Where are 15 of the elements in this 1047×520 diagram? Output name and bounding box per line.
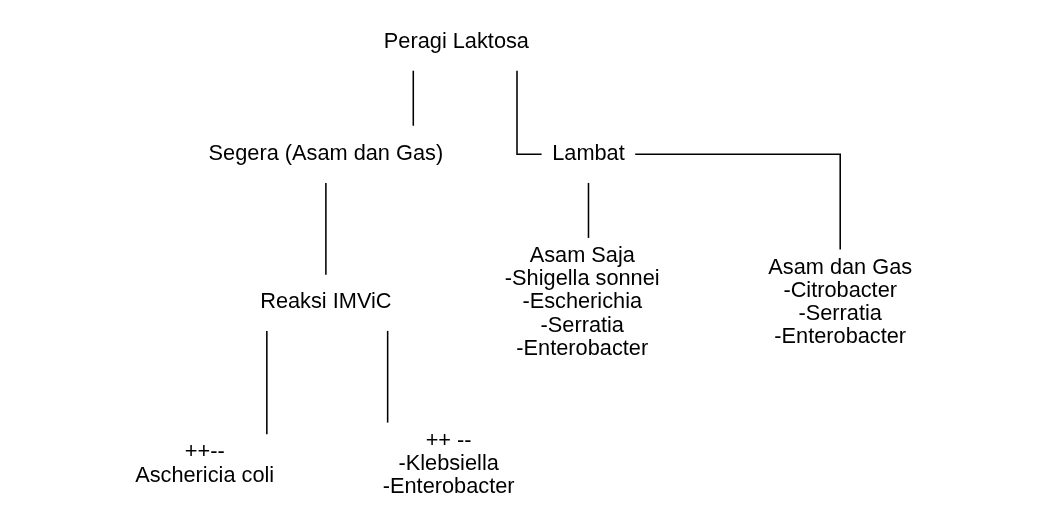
connector (515, 69, 542, 156)
node-text: ++ -- -Klebsiella -Enterobacter (382, 426, 515, 499)
node-text: Asam dan Gas -Citrobacter -Serratia -Enterobacter (767, 253, 912, 349)
node-text: Asam Saja -Shigella sonnei -Escherichia -Serratia -Enterobacter (504, 241, 660, 361)
connector (412, 69, 414, 127)
node-text: Reaksi IMViC (259, 288, 392, 314)
connector (324, 182, 327, 276)
connector (633, 153, 841, 251)
connector (587, 182, 589, 239)
connector (386, 330, 388, 424)
node-text: Segera (Asam dan Gas) (208, 140, 443, 166)
node-text: ++-- Aschericia coli (134, 438, 274, 487)
node-text: Peragi Laktosa (383, 28, 529, 54)
connector (265, 330, 268, 436)
node-text: Lambat (551, 140, 625, 166)
